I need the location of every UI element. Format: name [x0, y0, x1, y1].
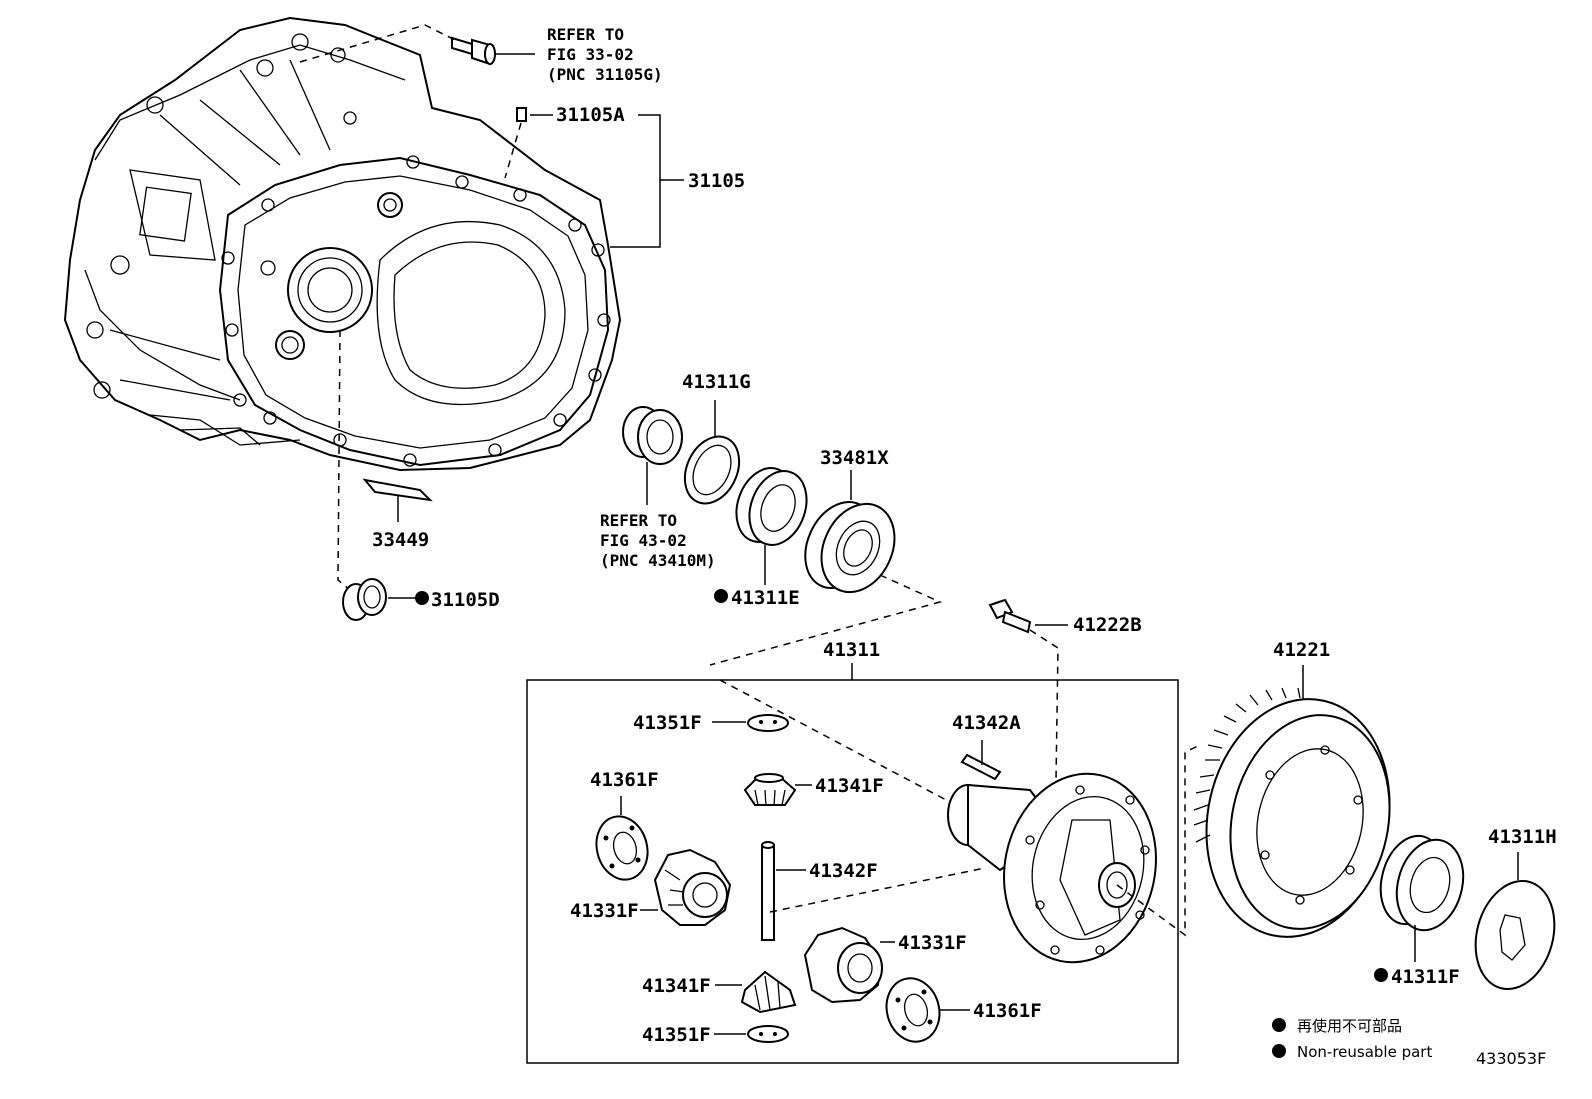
label-41342A: 41342A [952, 712, 1021, 734]
label-41361F-right: 41361F [973, 1000, 1042, 1022]
shim-41311H-icon [1474, 879, 1556, 991]
transaxle-housing-illustration [63, 16, 622, 472]
label-41351F-top: 41351F [633, 712, 702, 734]
dowel-pin-31105A-icon [516, 107, 527, 122]
figure-code: 433053F [1476, 1049, 1546, 1068]
label-41311: 41311 [823, 639, 880, 661]
non-reusable-dot-icon [1374, 968, 1388, 982]
shim-41311G-icon [683, 435, 741, 505]
label-41331F-right: 41331F [898, 932, 967, 954]
magnet-33449-icon [362, 478, 433, 502]
bolt-41222B-icon [988, 598, 1032, 634]
label-41341F-top: 41341F [815, 775, 884, 797]
legend-english: Non-reusable part [1297, 1043, 1432, 1061]
label-41311F: 41311F [1391, 966, 1460, 988]
label-41341F-bottom: 41341F [642, 975, 711, 997]
side-gear-41331F-right-icon [803, 926, 883, 1004]
label-41351F-bottom: 41351F [642, 1024, 711, 1046]
label-41311G: 41311G [682, 371, 751, 393]
label-41221: 41221 [1273, 639, 1330, 661]
label-31105D: 31105D [431, 589, 500, 611]
label-41311H: 41311H [1488, 826, 1557, 848]
label-31105: 31105 [688, 170, 745, 192]
non-reusable-dot-icon [415, 591, 429, 605]
svg-text:REFER TO: REFER TO [600, 511, 677, 530]
pinion-gear-41341F-bottom-icon [740, 970, 797, 1014]
svg-text:FIG 43-02: FIG 43-02 [600, 531, 687, 550]
svg-text:FIG 33-02: FIG 33-02 [547, 45, 634, 64]
bearing-33481X-icon [804, 501, 896, 594]
refer-fig-33-02-text: REFER TO FIG 33-02 (PNC 31105G) [547, 25, 663, 84]
ring-gear-41221-icon [1193, 687, 1391, 938]
svg-text:(PNC 43410M): (PNC 43410M) [600, 551, 716, 570]
refer-fig-43-02-text: REFER TO FIG 43-02 (PNC 43410M) [600, 511, 716, 570]
oil-seal-31105D-icon [342, 578, 387, 621]
label-41361F-left: 41361F [590, 769, 659, 791]
label-41311E: 41311E [731, 587, 800, 609]
legend-dot-icon [1272, 1044, 1286, 1058]
dashed-line-bolt-to-housing [299, 24, 456, 63]
label-33481X: 33481X [820, 447, 889, 469]
side-washer-41361F-right-icon [885, 977, 941, 1043]
seal-43410M-icon [622, 406, 683, 465]
bearing-race-41311E-icon [735, 467, 808, 546]
housing-bolt-holes [86, 33, 611, 467]
bracket-31105 [610, 114, 661, 248]
legend: 再使用不可部品 Non-reusable part [1272, 1017, 1432, 1061]
differential-case-icon [947, 772, 1157, 964]
svg-text:(PNC 31105G): (PNC 31105G) [547, 65, 663, 84]
bolt-33-02-icon [451, 36, 496, 66]
non-reusable-dot-icon [714, 589, 728, 603]
pinion-gear-41341F-top-icon [743, 773, 797, 807]
thrust-washer-41351F-bottom-icon [747, 1025, 789, 1043]
side-washer-41361F-left-icon [595, 815, 649, 881]
label-33449: 33449 [372, 529, 429, 551]
side-gear-41331F-left-icon [653, 848, 732, 926]
label-41342F: 41342F [809, 860, 878, 882]
label-31105A: 31105A [556, 104, 625, 126]
bearing-41311F-icon [1379, 834, 1465, 932]
pin-41342A-icon [960, 753, 1002, 781]
label-41331F-left: 41331F [570, 900, 639, 922]
pinion-shaft-41342F-icon [761, 841, 775, 941]
label-41222B: 41222B [1073, 614, 1142, 636]
thrust-washer-41351F-top-icon [747, 714, 789, 732]
legend-japanese: 再使用不可部品 [1297, 1017, 1402, 1035]
legend-dot-icon [1272, 1018, 1286, 1032]
svg-text:REFER TO: REFER TO [547, 25, 624, 44]
